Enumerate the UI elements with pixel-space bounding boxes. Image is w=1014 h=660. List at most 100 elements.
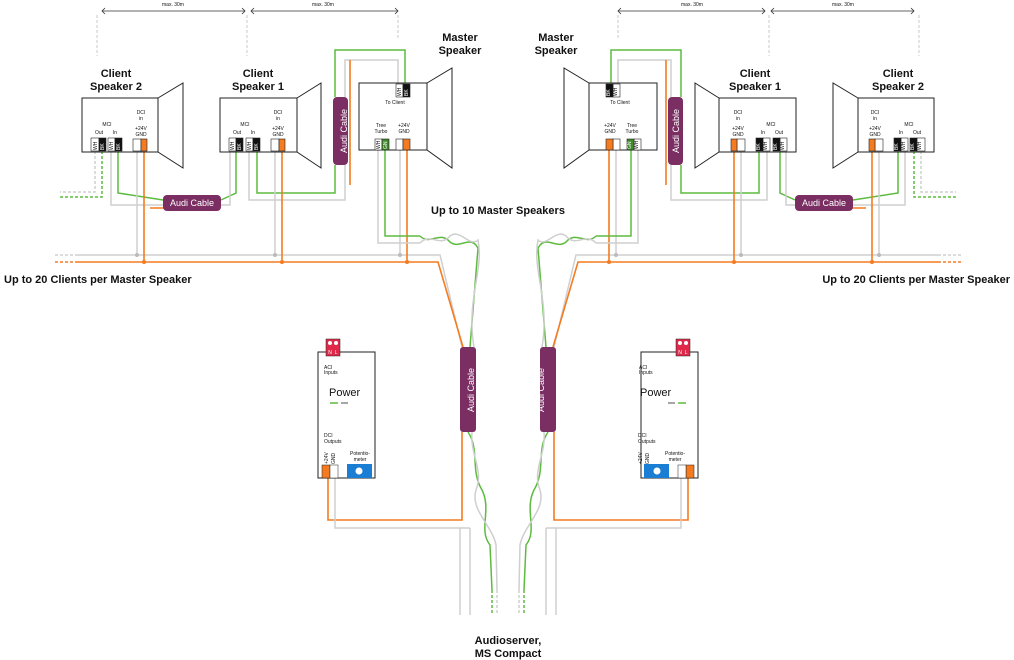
right-installation <box>518 7 962 616</box>
bk-terminal: BK <box>116 143 122 150</box>
bk-terminal: BK <box>404 89 410 96</box>
wh-terminal: WH <box>763 141 769 150</box>
gnd-label: GND <box>272 132 284 138</box>
turbo-label: Turbo <box>375 129 388 135</box>
outputs-label: Outputs <box>324 439 342 445</box>
right-labels: max. 30m max. 30m Client Speaker 2 Clien… <box>535 2 1011 464</box>
potentiometer-label-2: meter <box>669 457 682 463</box>
v24-label: +24V <box>604 123 616 129</box>
potentiometer-label: Potentio- <box>665 451 685 457</box>
gnd-label: GND <box>331 453 337 465</box>
l-terminal: L <box>685 350 688 356</box>
master-speaker-title: Master <box>538 32 574 44</box>
gn-terminal: GN <box>627 141 633 149</box>
in-label: In <box>251 130 255 136</box>
mci-label: MCI <box>240 122 249 128</box>
clients-per-master-note: Up to 20 Clients per Master Speaker <box>822 274 1010 286</box>
audi-cable-label: Audi Cable <box>802 198 846 208</box>
client-speaker-2-title: Client <box>101 68 132 80</box>
audi-cable-label: Audi Cable <box>339 109 349 153</box>
to-client-label: To Client <box>610 100 630 106</box>
wh-terminal: WH <box>613 87 619 96</box>
master-count-note: Up to 10 Master Speakers <box>431 205 565 217</box>
wh-terminal: WH <box>230 141 236 150</box>
audioserver-label-2: MS Compact <box>475 648 542 660</box>
in-label: in <box>873 116 877 122</box>
gnd-label: GND <box>645 453 651 465</box>
client-speaker-1-title-2: Speaker 1 <box>232 81 284 93</box>
wh-terminal: WH <box>376 140 382 149</box>
bk-terminal: BK <box>254 143 260 150</box>
dci-label: DCI <box>871 110 880 116</box>
master-speaker-title-2: Speaker <box>439 45 483 57</box>
distance-label: max. 30m <box>312 2 334 8</box>
wh-terminal: WH <box>93 141 99 150</box>
potentiometer-label: Potentio- <box>350 451 370 457</box>
in-label: in <box>736 116 740 122</box>
dci-outputs-label: DCI <box>324 433 333 439</box>
client-speaker-2-title-2: Speaker 2 <box>872 81 924 93</box>
dci-label: DCI <box>274 110 283 116</box>
client-speaker-1-title-2: Speaker 1 <box>729 81 781 93</box>
gnd-label: GND <box>732 132 744 138</box>
gnd-label: GND <box>604 129 616 135</box>
tree-label: Tree <box>376 123 386 129</box>
audi-cable-label: Audi Cable <box>671 109 681 153</box>
aci-label: ACI <box>324 365 332 371</box>
aci-label: ACI <box>639 365 647 371</box>
power-title: Power <box>640 387 672 399</box>
audi-cable-label: Audi Cable <box>466 368 476 412</box>
in-label: In <box>761 130 765 136</box>
v24-label: +24V <box>324 452 330 464</box>
client-speaker-2-title: Client <box>883 68 914 80</box>
wh-terminal: WH <box>634 140 640 149</box>
out-label: Out <box>775 130 784 136</box>
distance-label: max. 30m <box>681 2 703 8</box>
in-label: in <box>276 116 280 122</box>
left-labels: max. 30m max. 30m Client Speaker 2 Clien… <box>4 2 482 464</box>
out-label: Out <box>233 130 242 136</box>
master-speaker-title-2: Speaker <box>535 45 579 57</box>
wh-terminal: WH <box>917 141 923 150</box>
n-terminal: N <box>328 350 332 356</box>
in-label: in <box>139 116 143 122</box>
power-title: Power <box>329 387 361 399</box>
distance-label: max. 30m <box>832 2 854 8</box>
mci-label: MCI <box>102 122 111 128</box>
bk-terminal: BK <box>910 143 916 150</box>
master-speaker-title: Master <box>442 32 478 44</box>
gn-terminal: GN <box>383 141 389 149</box>
bk-terminal: BK <box>773 143 779 150</box>
distance-label: max. 30m <box>162 2 184 8</box>
mci-label: MCI <box>766 122 775 128</box>
inputs-label: Inputs <box>324 370 338 376</box>
dci-label: DCI <box>734 110 743 116</box>
l-terminal: L <box>335 350 338 356</box>
outputs-label: Outputs <box>638 439 656 445</box>
dci-label: DCI <box>137 110 146 116</box>
client-speaker-2-title-2: Speaker 2 <box>90 81 142 93</box>
v24-label: +24V <box>869 126 881 132</box>
bk-terminal: BK <box>894 143 900 150</box>
potentiometer-label-2: meter <box>354 457 367 463</box>
clients-per-master-note: Up to 20 Clients per Master Speaker <box>4 274 192 286</box>
bk-terminal: BK <box>756 143 762 150</box>
client-speaker-1-title: Client <box>740 68 771 80</box>
in-label: In <box>113 130 117 136</box>
wh-terminal: WH <box>780 141 786 150</box>
gnd-label: GND <box>869 132 881 138</box>
bk-terminal: BK <box>100 143 106 150</box>
out-label: Out <box>95 130 104 136</box>
bk-terminal: BK <box>237 143 243 150</box>
inputs-label: Inputs <box>639 370 653 376</box>
turbo-label: Turbo <box>626 129 639 135</box>
v24-label: +24V <box>638 452 644 464</box>
v24-label: +24V <box>398 123 410 129</box>
v24-label: +24V <box>135 126 147 132</box>
audioserver-label: Audioserver, <box>475 635 542 647</box>
tree-label: Tree <box>627 123 637 129</box>
wh-terminal: WH <box>397 87 403 96</box>
in-label: In <box>899 130 903 136</box>
out-label: Out <box>913 130 922 136</box>
